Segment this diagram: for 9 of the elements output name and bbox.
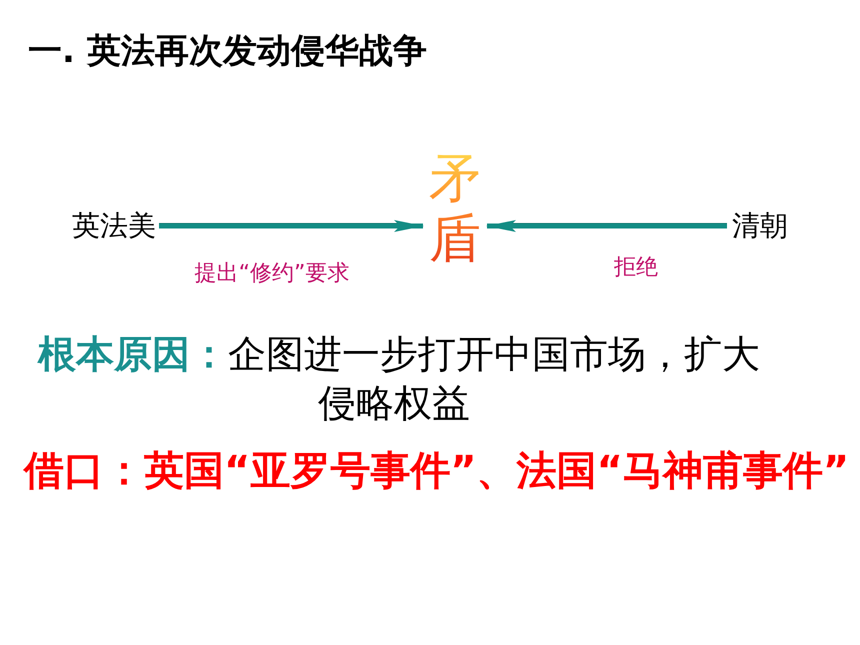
- edge-label: 拒绝: [614, 254, 658, 282]
- party-label: 英法美: [72, 209, 156, 243]
- slide-title: 一. 英法再次发动侵华战争: [28, 30, 427, 73]
- edge-label: 提出“修约”要求: [194, 260, 350, 288]
- cause-text: 根本原因：企图进一步打开中国市场，扩大侵略权益: [38, 331, 761, 428]
- pretext-text: 借口：英国“亚罗号事件”、法国“马神甫事件”: [24, 447, 850, 496]
- arrow: [486, 220, 727, 232]
- arrow: [159, 220, 424, 232]
- party-label: 清朝: [732, 209, 788, 243]
